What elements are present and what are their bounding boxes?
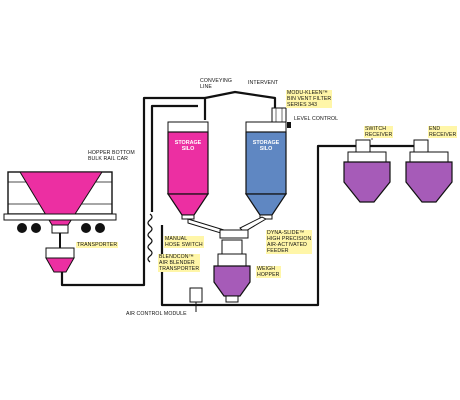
bin-vent-filter bbox=[271, 107, 287, 123]
storage-silo-left bbox=[166, 121, 210, 220]
label-switch-receiver: SWITCH RECEIVER bbox=[364, 126, 394, 138]
label-level-control: LEVEL CONTROL bbox=[294, 116, 339, 122]
label-manual-hose-switch: MANUAL HOSE SWITCH bbox=[164, 236, 204, 248]
rail-car bbox=[3, 171, 117, 234]
label-intervent: INTERVENT bbox=[248, 80, 279, 86]
pipe-return bbox=[150, 104, 198, 212]
switch-receiver bbox=[343, 130, 391, 203]
pipe-transporter-to-hose-switch bbox=[60, 212, 146, 287]
conveying-pipes bbox=[60, 90, 420, 307]
dyna-slide-feeder bbox=[219, 229, 249, 239]
label-conveying-line: CONVEYING LINE bbox=[200, 78, 233, 90]
label-dyna-slide: DYNA-SLIDE™ HIGH PRECISION AIR-ACTIVATED… bbox=[266, 230, 313, 254]
weigh-hopper bbox=[213, 239, 251, 303]
label-end-receiver: END RECEIVER bbox=[428, 126, 458, 138]
pipe-intervent bbox=[204, 90, 277, 120]
hose-coil bbox=[147, 213, 153, 263]
air-control-module bbox=[189, 287, 203, 312]
storage-silo-right bbox=[244, 121, 288, 220]
pipe-to-left-silo bbox=[142, 96, 207, 212]
end-receiver bbox=[405, 139, 453, 203]
label-weigh-hopper: WEIGH HOPPER bbox=[256, 266, 281, 278]
label-hopper-bottom-rail-car: HOPPER BOTTOM BULK RAIL CAR bbox=[88, 150, 135, 162]
transporter-vessel bbox=[45, 233, 75, 273]
pipe-blender-to-weigh bbox=[160, 225, 236, 307]
label-storage-silo-right: STORAGE SILO bbox=[252, 140, 280, 153]
feeder-chutes bbox=[187, 216, 268, 235]
level-control-switch bbox=[287, 122, 291, 128]
pipe-to-receivers bbox=[236, 144, 360, 307]
label-blendcon: BLENDCON™ AIR BLENDER TRANSPORTER bbox=[158, 254, 201, 272]
label-transporter: TRANSPORTER bbox=[76, 242, 119, 248]
label-modu-kleen: MODU-KLEEN™ BIN VENT FILTER SERIES 343 bbox=[286, 90, 333, 108]
label-storage-silo-left: STORAGE SILO bbox=[174, 140, 202, 153]
label-air-control-module: AIR CONTROL MODULE bbox=[126, 311, 187, 317]
